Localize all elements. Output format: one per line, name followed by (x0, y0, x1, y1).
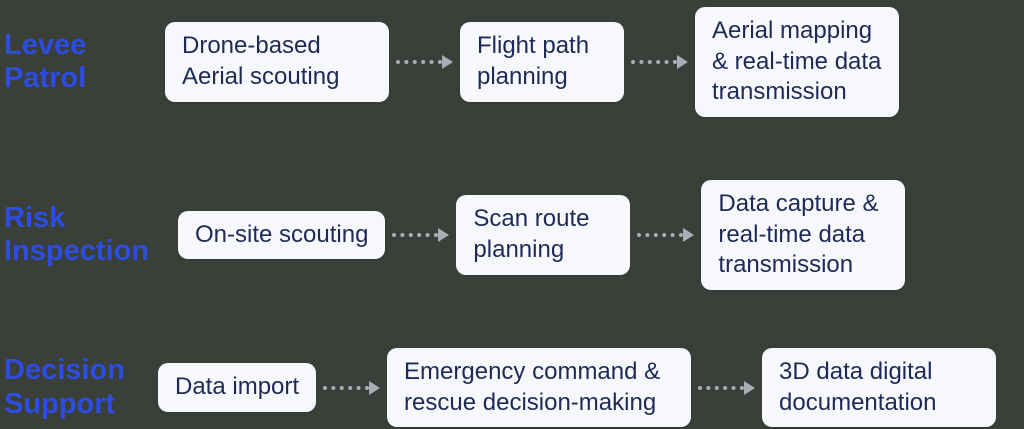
arrow-head (677, 55, 688, 69)
flow-step: Flight path planning (460, 22, 624, 102)
dotted-arrow-icon (323, 380, 381, 395)
arrow-dots (698, 385, 745, 390)
arrow-head (683, 228, 695, 242)
flow-row-risk-inspection: Risk Inspection On-site scouting Scan ro… (0, 172, 1024, 298)
arrow-dots (631, 60, 677, 64)
row-label-risk-inspection: Risk Inspection (4, 201, 150, 267)
flow-row-decision-support: Decision Support Data import Emergency c… (0, 346, 1024, 429)
flow-step: Scan route planning (456, 195, 631, 275)
arrow-dots (323, 385, 370, 390)
dotted-arrow-icon (631, 55, 688, 69)
arrow-head (438, 228, 450, 242)
dotted-arrow-icon (698, 380, 756, 395)
arrow-head (744, 380, 756, 395)
arrow-dots (392, 233, 439, 237)
dotted-arrow-icon (392, 228, 450, 242)
flow-step: Data import (158, 363, 317, 412)
arrow-head (369, 380, 381, 395)
arrow-dots (396, 60, 442, 64)
row-label-levee-patrol: Levee Patrol (4, 28, 87, 94)
row-label-decision-support: Decision Support (4, 354, 125, 420)
flow-step: On-site scouting (178, 210, 386, 260)
arrow-head (442, 55, 453, 69)
flow-step: Emergency command & rescue decision-maki… (387, 347, 692, 428)
flow-step: Data capture & real-time data transmissi… (701, 179, 906, 291)
arrow-dots (637, 233, 684, 237)
flow-step: Aerial mapping & real-time data transmis… (695, 6, 899, 118)
dotted-arrow-icon (396, 55, 453, 69)
flow-step: 3D data digital documentation (762, 347, 997, 428)
dotted-arrow-icon (637, 228, 695, 242)
flow-row-levee-patrol: Levee Patrol Drone-based Aerial scouting… (0, 0, 1024, 124)
flow-step: Drone-based Aerial scouting (165, 22, 389, 102)
